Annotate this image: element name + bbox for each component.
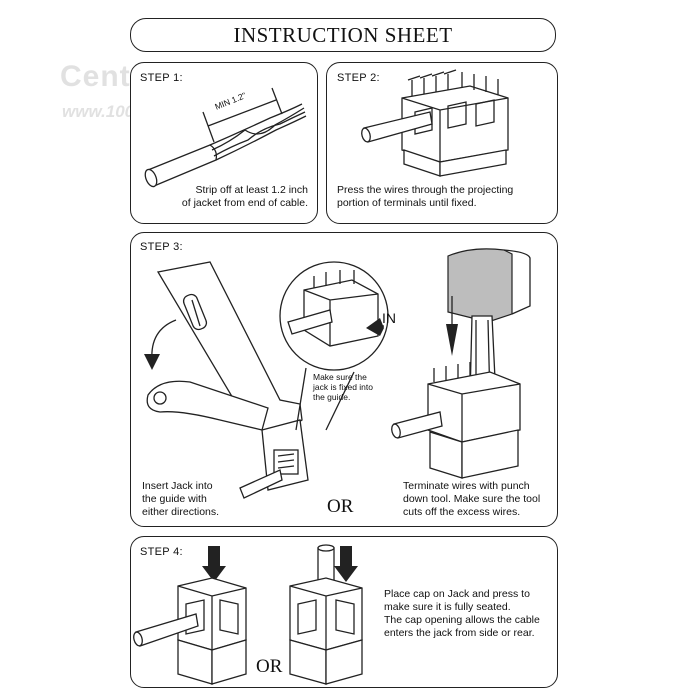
step1-label: STEP 1:: [140, 72, 183, 84]
step1-panel: [130, 62, 318, 224]
step3-in-label: IN: [382, 310, 396, 326]
step3-caption-left: Insert Jack into the guide with either d…: [142, 480, 220, 518]
title-box: INSTRUCTION SHEET: [130, 18, 556, 52]
step1-caption: Strip off at least 1.2 inch of jacket fr…: [181, 184, 308, 209]
step4-caption: Place cap on Jack and press to make sure…: [384, 588, 540, 639]
step4-label: STEP 4:: [140, 546, 183, 558]
step2-caption: Press the wires through the projecting p…: [337, 184, 514, 209]
page-title: INSTRUCTION SHEET: [233, 22, 453, 47]
step4-or: OR: [256, 656, 283, 677]
step3-or: OR: [327, 496, 354, 517]
step3-caption-right: Terminate wires with punch down tool. Ma…: [403, 480, 541, 518]
step2-label: STEP 2:: [337, 72, 380, 84]
step3-note: Make sure the jack is fixed into the gui…: [313, 372, 373, 402]
step3-label: STEP 3:: [140, 241, 183, 253]
